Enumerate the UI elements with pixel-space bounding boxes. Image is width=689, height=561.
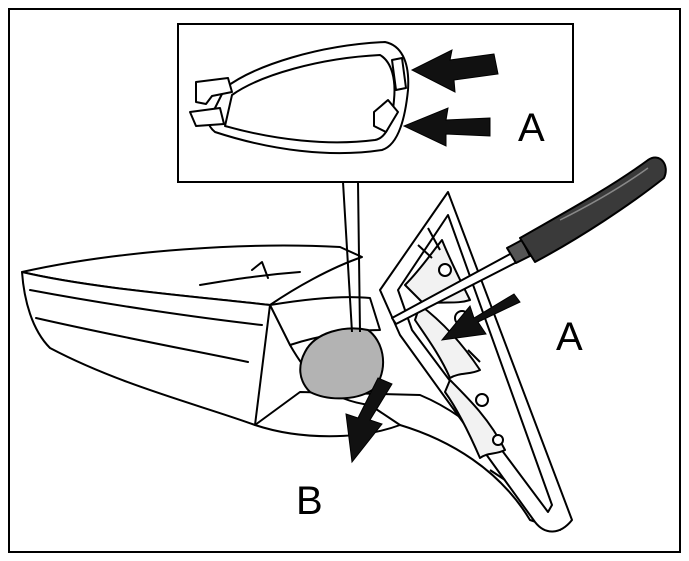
- inset-arrow-lower: [402, 107, 491, 147]
- arrow-b-down: [345, 377, 393, 464]
- leader-line: [342, 181, 361, 333]
- label-bottom-b: B: [296, 479, 323, 523]
- label-inset-a: A: [518, 106, 545, 150]
- inset-cover-part: [189, 41, 410, 155]
- screwdriver: [391, 156, 667, 325]
- arrow-a-main: [440, 293, 521, 341]
- label-right-a: A: [556, 315, 583, 359]
- inset-arrow-upper: [410, 49, 499, 93]
- mounting-plate: [379, 191, 573, 533]
